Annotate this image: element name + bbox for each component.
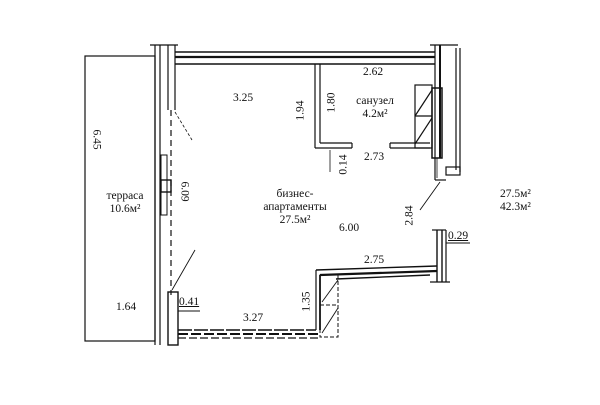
- bathroom-label: санузел 4.2м²: [345, 95, 405, 121]
- dim-bath-stub: 0.14: [337, 154, 350, 175]
- main-room-label: бизнес- апартаменты 27.5м²: [255, 188, 335, 227]
- terrace-label: терраса 10.6м²: [100, 190, 150, 216]
- dim-bath-left-inner: 1.80: [325, 92, 338, 113]
- dim-main-depth: 6.00: [339, 222, 360, 234]
- main-room-name-2: апартаменты: [263, 201, 327, 213]
- terrace-area: 10.6м²: [109, 203, 141, 215]
- dim-terrace-width: 1.64: [116, 301, 137, 313]
- dim-bottom-right: 2.75: [364, 254, 385, 266]
- bathroom-name: санузел: [356, 95, 394, 107]
- dim-left-pier: 0.41: [179, 296, 200, 308]
- bathroom-area: 4.2м²: [362, 108, 388, 120]
- dim-bath-top: 2.62: [363, 66, 384, 78]
- dim-bottom-left: 3.27: [243, 312, 264, 324]
- living-area: 27.5м²: [500, 188, 531, 200]
- dim-terrace-length: 6.45: [90, 129, 103, 150]
- dim-main-top-left: 3.25: [233, 92, 254, 104]
- dim-bath-bottom: 2.73: [364, 151, 385, 163]
- area-summary: 27.5м² 42.3м²: [500, 188, 531, 214]
- dim-step: 1.35: [300, 291, 313, 312]
- main-room-area: 27.5м²: [279, 214, 311, 226]
- main-room-name-1: бизнес-: [276, 188, 314, 200]
- dim-right-wall: 2.84: [403, 205, 416, 226]
- dim-bath-left-outer: 1.94: [294, 100, 307, 121]
- total-area: 42.3м²: [500, 201, 531, 213]
- terrace-name: терраса: [106, 190, 144, 202]
- dim-window-wall: 6.09: [178, 181, 191, 202]
- dim-right-stub: 0.29: [448, 230, 469, 242]
